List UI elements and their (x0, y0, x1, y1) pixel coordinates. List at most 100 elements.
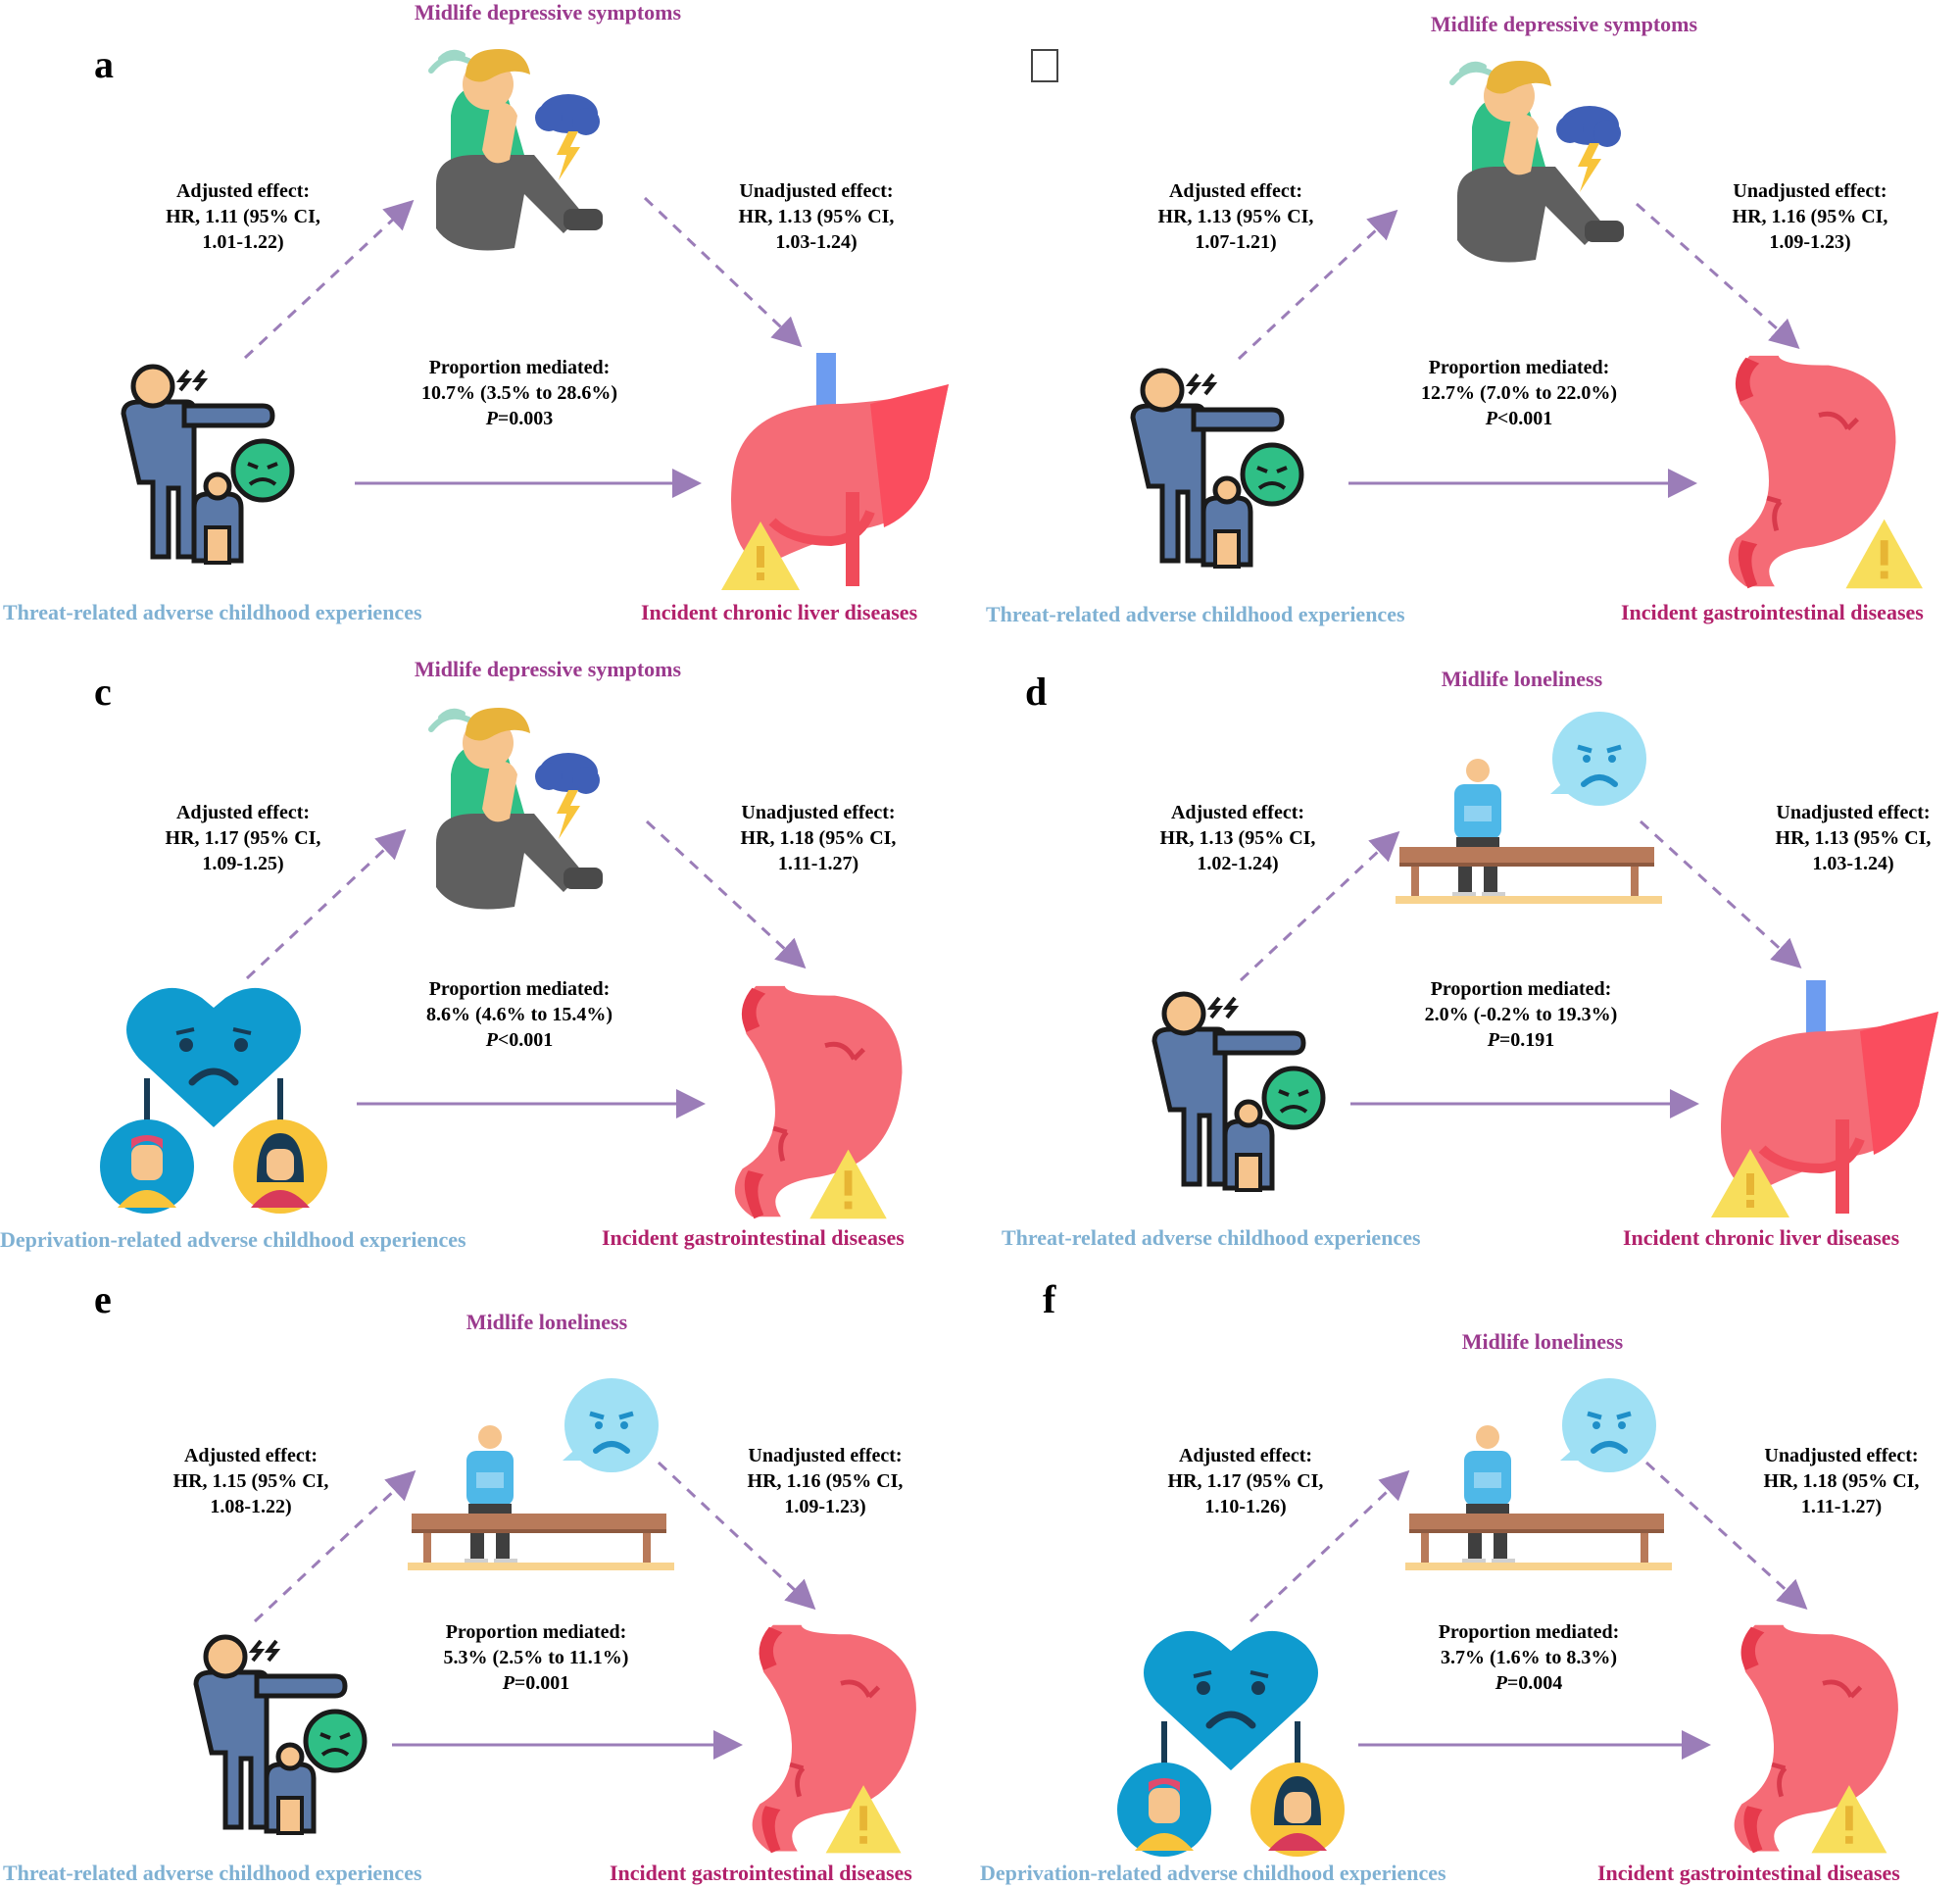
proportion-mediated: Proportion mediated: 3.7% (1.6% to 8.3%)… (1362, 1619, 1695, 1696)
adjusted-effect-hr: HR, 1.15 (95% CI, (172, 1470, 329, 1492)
unadjusted-effect-label: Unadjusted effect: (739, 180, 894, 202)
mediator-to-outcome-arrow (1636, 202, 1800, 349)
panel-letter: a (94, 42, 114, 86)
unadjusted-effect-ci: 1.09-1.23) (1769, 231, 1851, 253)
adjusted-effect-label: Adjusted effect: (1170, 802, 1305, 823)
adjusted-effect-hr: HR, 1.17 (95% CI, (165, 827, 321, 849)
lonely-bench-icon (1396, 712, 1662, 904)
exposure-to-mediator-arrow (253, 1469, 416, 1623)
exposure-label: Threat-related adverse childhood experie… (3, 600, 422, 624)
adjusted-effect: Adjusted effect: HR, 1.11 (95% CI, 1.01-… (130, 178, 356, 255)
exposure-label: Deprivation-related adverse childhood ex… (0, 1227, 466, 1252)
stomach-icon (1728, 355, 1923, 589)
exposure-to-mediator-arrow (1237, 209, 1398, 361)
p-value: P=0.004 (1494, 1672, 1563, 1694)
panel-b: Midlife depressive symptoms Adjusted eff… (980, 0, 1960, 627)
proportion-mediated-value: 2.0% (-0.2% to 19.3%) (1424, 1004, 1618, 1025)
mediator-to-outcome-arrow (643, 196, 803, 348)
path-arrows (245, 819, 807, 1118)
adjusted-effect: Adjusted effect: HR, 1.13 (95% CI, 1.07-… (1123, 178, 1348, 255)
exposure-label: Threat-related adverse childhood experie… (986, 602, 1405, 626)
proportion-mediated: Proportion mediated: 8.6% (4.6% to 15.4%… (353, 976, 686, 1053)
threat-family-icon (1130, 368, 1304, 569)
sad-heart-family-icon (100, 987, 327, 1214)
adjusted-effect-ci: 1.07-1.21) (1195, 231, 1277, 253)
adjusted-effect-label: Adjusted effect: (1178, 1445, 1313, 1466)
adjusted-effect: Adjusted effect: HR, 1.13 (95% CI, 1.02-… (1125, 800, 1350, 876)
exposure-to-mediator-arrow (1249, 1469, 1410, 1623)
unadjusted-effect-label: Unadjusted effect: (1733, 180, 1887, 202)
proportion-mediated-value: 12.7% (7.0% to 22.0%) (1421, 382, 1617, 404)
panel-letter: f (1043, 1277, 1056, 1321)
liver-icon (721, 353, 949, 590)
exposure-label: Threat-related adverse childhood experie… (3, 1861, 422, 1885)
unadjusted-effect-hr: HR, 1.13 (95% CI, (738, 206, 895, 227)
unadjusted-effect: Unadjusted effect: HR, 1.16 (95% CI, 1.0… (712, 1443, 938, 1519)
unadjusted-effect: Unadjusted effect: HR, 1.13 (95% CI, 1.0… (704, 178, 929, 255)
proportion-mediated: Proportion mediated: 2.0% (-0.2% to 19.3… (1354, 976, 1688, 1053)
adjusted-effect-ci: 1.01-1.22) (202, 231, 284, 253)
sad-heart-family-icon (1117, 1630, 1345, 1857)
adjusted-effect-ci: 1.02-1.24) (1197, 853, 1279, 874)
path-arrows (1237, 202, 1800, 498)
outcome-label: Incident gastrointestinal diseases (1597, 1861, 1900, 1885)
stomach-icon (734, 985, 903, 1219)
proportion-mediated-value: 8.6% (4.6% to 15.4%) (426, 1004, 612, 1025)
adjusted-effect-ci: 1.09-1.25) (202, 853, 284, 874)
exposure-to-mediator-arrow (243, 199, 415, 360)
mediator-label: Midlife depressive symptoms (1430, 12, 1698, 36)
proportion-mediated: Proportion mediated: 12.7% (7.0% to 22.0… (1352, 355, 1686, 431)
threat-family-icon (1152, 991, 1326, 1192)
unadjusted-effect-ci: 1.11-1.27) (1800, 1496, 1883, 1517)
threat-family-icon (193, 1634, 368, 1835)
adjusted-effect: Adjusted effect: HR, 1.15 (95% CI, 1.08-… (138, 1443, 364, 1519)
proportion-mediated-label: Proportion mediated: (1430, 978, 1612, 1000)
outcome-label: Incident chronic liver diseases (1623, 1225, 1900, 1250)
unadjusted-effect-ci: 1.11-1.27) (777, 853, 859, 874)
unadjusted-effect: Unadjusted effect: HR, 1.13 (95% CI, 1.0… (1740, 800, 1960, 876)
proportion-mediated-label: Proportion mediated: (445, 1621, 627, 1643)
unadjusted-effect-label: Unadjusted effect: (1764, 1445, 1919, 1466)
lonely-bench-icon (408, 1378, 674, 1570)
path-arrows (1249, 1461, 1808, 1760)
outcome-label: Incident gastrointestinal diseases (602, 1225, 905, 1250)
unadjusted-effect-ci: 1.03-1.24) (775, 231, 858, 253)
unadjusted-effect-ci: 1.03-1.24) (1812, 853, 1894, 874)
adjusted-effect-label: Adjusted effect: (183, 1445, 318, 1466)
proportion-mediated: Proportion mediated: 5.3% (2.5% to 11.1%… (369, 1619, 703, 1696)
outcome-label: Incident chronic liver diseases (641, 600, 918, 624)
depressed-person-icon (428, 49, 603, 251)
adjusted-effect: Adjusted effect: HR, 1.17 (95% CI, 1.09-… (130, 800, 356, 876)
stomach-icon (1734, 1624, 1898, 1854)
unadjusted-effect-label: Unadjusted effect: (741, 802, 896, 823)
panel-e: e Midlife loneliness Adjusted effect: HR… (0, 1255, 980, 1885)
unadjusted-effect-ci: 1.09-1.23) (784, 1496, 866, 1517)
liver-icon (1711, 980, 1938, 1217)
proportion-mediated-value: 3.7% (1.6% to 8.3%) (1441, 1647, 1617, 1668)
adjusted-effect-label: Adjusted effect: (1168, 180, 1303, 202)
unadjusted-effect-hr: HR, 1.18 (95% CI, (1763, 1470, 1920, 1492)
p-value: P=0.191 (1487, 1029, 1555, 1051)
depressed-person-icon (428, 708, 603, 910)
unadjusted-effect: Unadjusted effect: HR, 1.18 (95% CI, 1.1… (1729, 1443, 1954, 1519)
p-value: P=0.003 (485, 408, 554, 429)
mediator-label: Midlife loneliness (1461, 1329, 1624, 1354)
path-arrows (243, 196, 803, 498)
mediator-to-outcome-arrow (657, 1461, 816, 1611)
mediator-label: Midlife depressive symptoms (414, 0, 682, 25)
unadjusted-effect-label: Unadjusted effect: (748, 1445, 903, 1466)
unadjusted-effect-hr: HR, 1.13 (95% CI, (1775, 827, 1932, 849)
unadjusted-effect-hr: HR, 1.16 (95% CI, (747, 1470, 904, 1492)
proportion-mediated-value: 10.7% (3.5% to 28.6%) (421, 382, 617, 404)
proportion-mediated: Proportion mediated: 10.7% (3.5% to 28.6… (353, 355, 686, 431)
panel-letter: e (94, 1277, 112, 1321)
p-value: P<0.001 (485, 1029, 554, 1051)
exposure-to-mediator-arrow (245, 828, 407, 980)
panel-letter-placeholder-box (1031, 49, 1058, 82)
unadjusted-effect: Unadjusted effect: HR, 1.18 (95% CI, 1.1… (706, 800, 931, 876)
mediator-to-outcome-arrow (1639, 819, 1802, 969)
adjusted-effect-hr: HR, 1.17 (95% CI, (1167, 1470, 1324, 1492)
adjusted-effect: Adjusted effect: HR, 1.17 (95% CI, 1.10-… (1133, 1443, 1358, 1519)
panel-d: d Midlife loneliness Adjusted effect: HR… (980, 627, 1960, 1255)
unadjusted-effect-hr: HR, 1.16 (95% CI, (1732, 206, 1888, 227)
